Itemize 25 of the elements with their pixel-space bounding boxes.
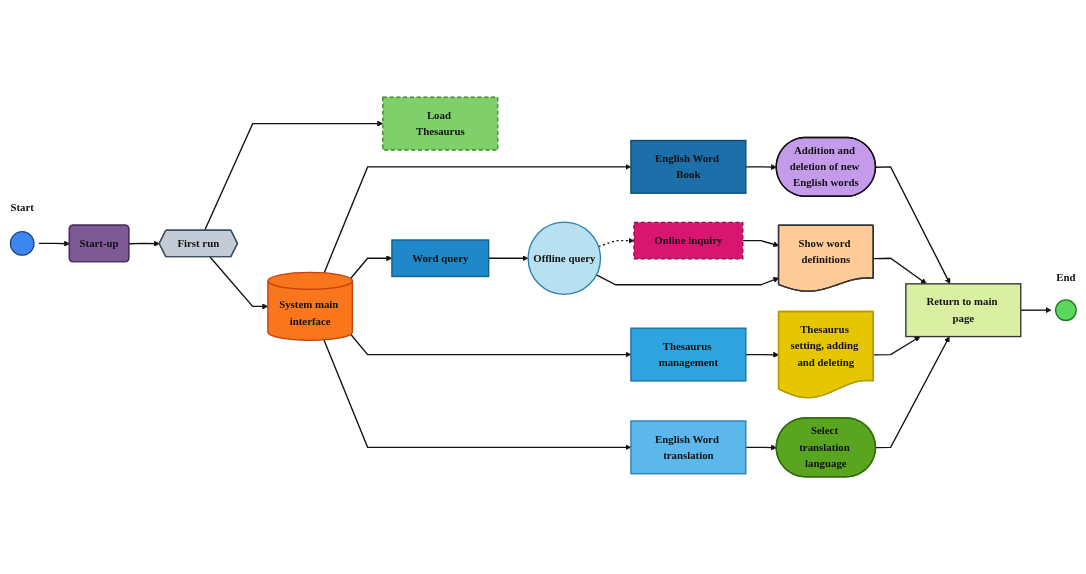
arrow <box>875 166 951 285</box>
node-box: Load Thesaurus <box>382 96 499 151</box>
node-label: Start <box>10 201 34 213</box>
arrow <box>1020 307 1052 314</box>
arrow <box>595 274 780 286</box>
arrow <box>872 336 921 356</box>
arrow <box>872 257 927 285</box>
node-label: End <box>1056 272 1076 284</box>
node-circle: Offline query <box>527 221 602 296</box>
node-box: Return to main page <box>905 283 1022 338</box>
arrow <box>742 239 780 248</box>
node-box: Thesaurus management <box>630 327 747 382</box>
arrow <box>745 444 777 451</box>
arrow <box>875 336 950 449</box>
arrow <box>38 240 70 247</box>
node-circle <box>9 231 35 256</box>
node-box: Word query <box>391 239 490 278</box>
arrow <box>745 164 777 171</box>
node-circle <box>1054 299 1077 322</box>
arrow <box>209 256 269 310</box>
arrow <box>745 351 780 358</box>
node-box: Online inquiry <box>633 221 744 260</box>
arrow <box>128 240 160 247</box>
node-box: English Word translation <box>630 420 747 475</box>
node-box: English Word Book <box>630 139 747 194</box>
